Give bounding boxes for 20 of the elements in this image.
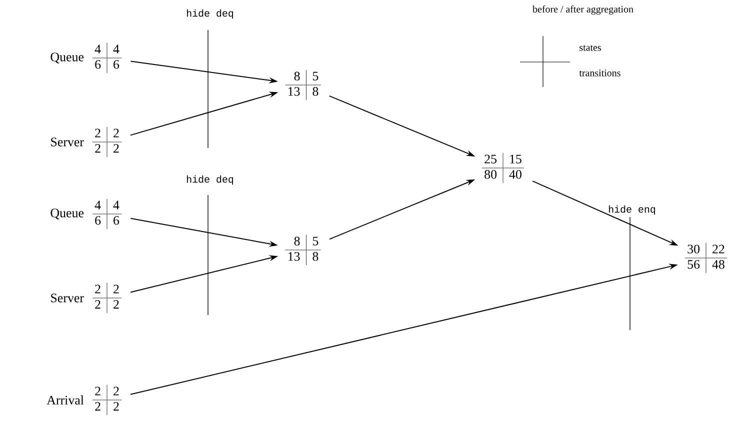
operation-label: hide enq xyxy=(609,205,656,215)
component-name: Queue xyxy=(50,208,84,220)
count-table: 2 2 2 2 xyxy=(92,126,122,158)
operation-label: hide deq xyxy=(187,9,234,19)
count-table: 30 22 56 48 xyxy=(684,242,728,274)
count-table: 25 15 80 40 xyxy=(482,152,524,184)
count-table: 8 5 13 8 xyxy=(284,234,322,266)
count-table: 8 5 13 8 xyxy=(284,70,322,100)
component-name: Server xyxy=(51,138,84,146)
count-table: 2 2 2 2 xyxy=(92,384,122,416)
operation-label: hide deq xyxy=(187,175,234,185)
count-table: 4 4 6 6 xyxy=(92,198,122,230)
component-name: Queue xyxy=(50,52,84,64)
legend-title: before / after aggregation xyxy=(532,5,634,15)
component-name: Arrival xyxy=(46,395,84,405)
count-table: 4 4 6 6 xyxy=(92,42,122,74)
legend-text: states xyxy=(580,45,601,51)
count-table: 2 2 2 2 xyxy=(92,282,122,314)
component-name: Server xyxy=(51,294,84,302)
legend-text: transitions xyxy=(579,70,620,76)
